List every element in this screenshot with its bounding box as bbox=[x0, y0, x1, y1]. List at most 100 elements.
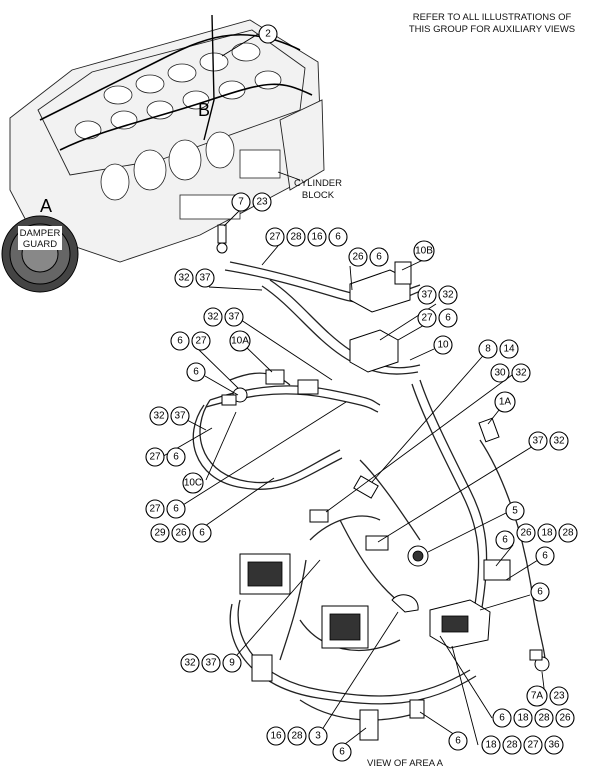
svg-text:10B: 10B bbox=[415, 246, 433, 257]
callout-23: 23 bbox=[252, 192, 272, 212]
svg-text:26: 26 bbox=[520, 528, 532, 539]
svg-text:32: 32 bbox=[153, 411, 165, 422]
area-b-label: B bbox=[198, 100, 210, 120]
svg-text:10A: 10A bbox=[231, 336, 249, 347]
leader-lines bbox=[159, 33, 546, 746]
callout-37: 37 bbox=[224, 307, 244, 327]
callout-18: 18 bbox=[481, 735, 501, 755]
callout-6: 6 bbox=[530, 582, 550, 602]
callout-28: 28 bbox=[286, 227, 306, 247]
callout-10a: 10A bbox=[229, 330, 251, 352]
svg-text:6: 6 bbox=[376, 252, 382, 263]
cylinder-block-line2: BLOCK bbox=[302, 190, 335, 201]
callout-6: 6 bbox=[170, 331, 190, 351]
callout-6: 6 bbox=[332, 742, 352, 762]
svg-text:37: 37 bbox=[199, 273, 211, 284]
svg-text:26: 26 bbox=[559, 713, 571, 724]
callout-14: 14 bbox=[499, 339, 519, 359]
callout-8: 8 bbox=[478, 339, 498, 359]
svg-text:30: 30 bbox=[494, 368, 506, 379]
callout-6: 6 bbox=[438, 308, 458, 328]
svg-text:26: 26 bbox=[352, 252, 364, 263]
damper-guard-line2: GUARD bbox=[23, 239, 57, 250]
callout-28: 28 bbox=[558, 523, 578, 543]
svg-text:6: 6 bbox=[199, 528, 205, 539]
svg-text:18: 18 bbox=[541, 528, 553, 539]
svg-text:27: 27 bbox=[421, 313, 433, 324]
callout-32: 32 bbox=[549, 431, 569, 451]
svg-text:6: 6 bbox=[173, 504, 179, 515]
callout-16: 16 bbox=[307, 227, 327, 247]
callout-6: 6 bbox=[448, 731, 468, 751]
callout-37: 37 bbox=[170, 406, 190, 426]
callout-32: 32 bbox=[203, 307, 223, 327]
svg-text:3: 3 bbox=[315, 731, 321, 742]
svg-text:18: 18 bbox=[517, 713, 529, 724]
svg-text:16: 16 bbox=[311, 232, 323, 243]
callout-5: 5 bbox=[505, 501, 525, 521]
svg-text:28: 28 bbox=[506, 740, 518, 751]
svg-text:32: 32 bbox=[178, 273, 190, 284]
damper-guard-line1: DAMPER bbox=[20, 228, 61, 239]
svg-text:6: 6 bbox=[502, 535, 508, 546]
area-a-label: A bbox=[40, 196, 52, 216]
svg-text:27: 27 bbox=[527, 740, 539, 751]
callout-27: 27 bbox=[523, 735, 543, 755]
svg-text:37: 37 bbox=[205, 658, 217, 669]
callout-37: 37 bbox=[528, 431, 548, 451]
callout-27: 27 bbox=[191, 331, 211, 351]
callout-29: 29 bbox=[150, 523, 170, 543]
svg-text:6: 6 bbox=[173, 452, 179, 463]
svg-text:27: 27 bbox=[149, 452, 161, 463]
callout-2: 2 bbox=[258, 24, 278, 44]
svg-text:32: 32 bbox=[553, 436, 565, 447]
svg-text:36: 36 bbox=[548, 740, 560, 751]
svg-text:32: 32 bbox=[207, 312, 219, 323]
callout-7a: 7A bbox=[526, 685, 548, 707]
svg-text:37: 37 bbox=[421, 290, 433, 301]
callout-37: 37 bbox=[201, 653, 221, 673]
callout-27: 27 bbox=[417, 308, 437, 328]
svg-text:2: 2 bbox=[265, 29, 271, 40]
cylinder-block-line1: CYLINDER bbox=[294, 178, 342, 189]
svg-text:27: 27 bbox=[269, 232, 281, 243]
svg-text:6: 6 bbox=[542, 551, 548, 562]
callout-26: 26 bbox=[348, 247, 368, 267]
svg-text:10C: 10C bbox=[184, 478, 202, 489]
svg-text:37: 37 bbox=[228, 312, 240, 323]
callout-16: 16 bbox=[266, 726, 286, 746]
svg-text:6: 6 bbox=[499, 713, 505, 724]
svg-text:26: 26 bbox=[175, 528, 187, 539]
svg-text:6: 6 bbox=[177, 336, 183, 347]
svg-text:37: 37 bbox=[532, 436, 544, 447]
svg-text:6: 6 bbox=[335, 232, 341, 243]
svg-text:6: 6 bbox=[339, 747, 345, 758]
svg-text:6: 6 bbox=[445, 313, 451, 324]
callout-23: 23 bbox=[549, 686, 569, 706]
svg-text:6: 6 bbox=[193, 367, 199, 378]
callout-7: 7 bbox=[231, 192, 251, 212]
callout-6: 6 bbox=[328, 227, 348, 247]
callout-6: 6 bbox=[492, 708, 512, 728]
svg-text:9: 9 bbox=[229, 658, 235, 669]
engine-overview bbox=[1, 14, 325, 293]
svg-text:16: 16 bbox=[270, 731, 282, 742]
svg-text:8: 8 bbox=[485, 344, 491, 355]
svg-text:28: 28 bbox=[290, 232, 302, 243]
svg-text:10: 10 bbox=[437, 340, 449, 351]
svg-text:1A: 1A bbox=[499, 397, 512, 408]
callout-28: 28 bbox=[534, 708, 554, 728]
svg-text:32: 32 bbox=[184, 658, 196, 669]
callout-36: 36 bbox=[544, 735, 564, 755]
svg-text:32: 32 bbox=[515, 368, 527, 379]
view-of-area-label: VIEW OF AREA A bbox=[367, 758, 444, 769]
svg-text:6: 6 bbox=[537, 587, 543, 598]
svg-text:29: 29 bbox=[154, 528, 166, 539]
callout-6: 6 bbox=[535, 546, 555, 566]
callout-10c: 10C bbox=[182, 472, 204, 494]
callout-9: 9 bbox=[222, 653, 242, 673]
callout-32: 32 bbox=[174, 268, 194, 288]
callout-18: 18 bbox=[513, 708, 533, 728]
callout-27: 27 bbox=[145, 499, 165, 519]
